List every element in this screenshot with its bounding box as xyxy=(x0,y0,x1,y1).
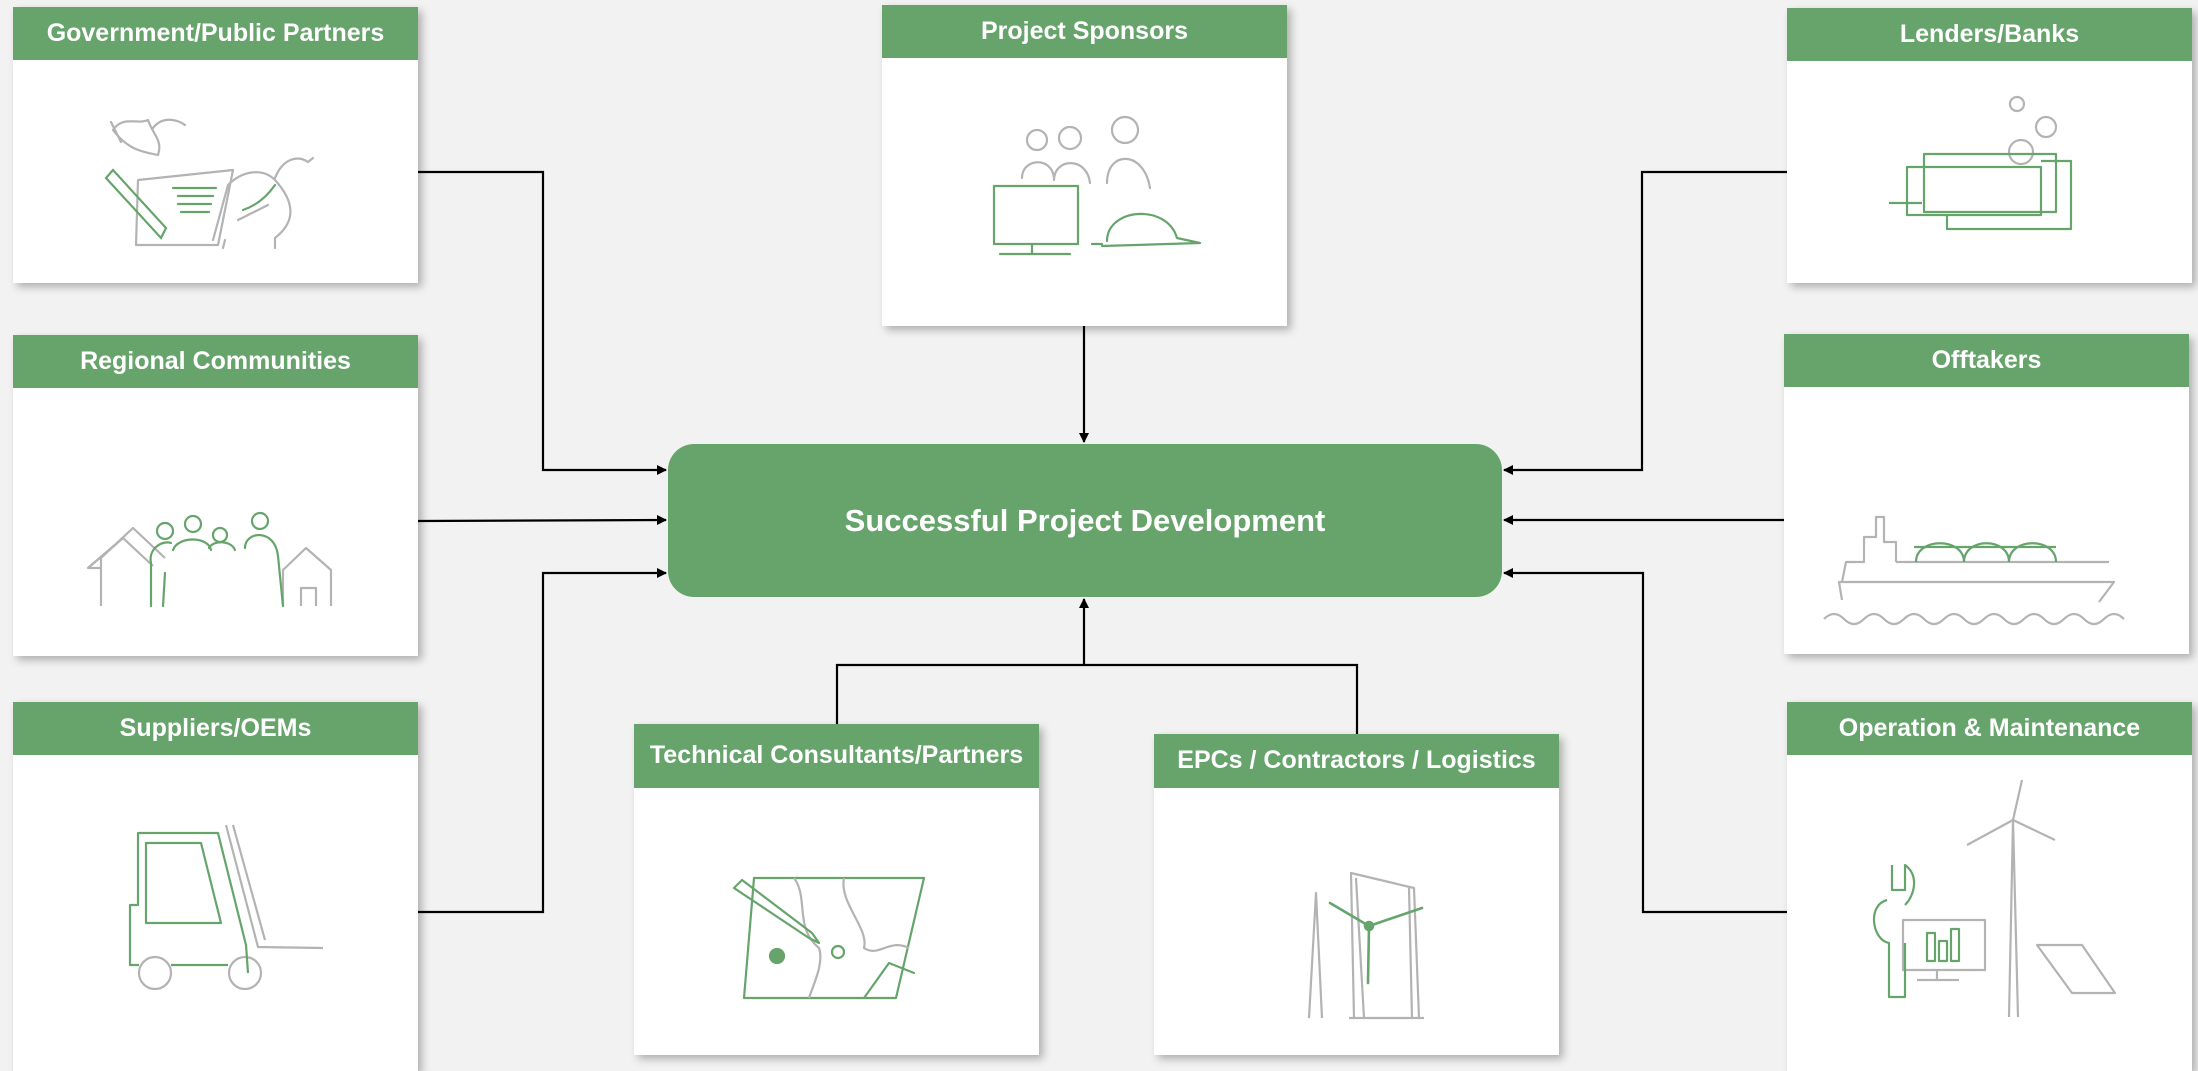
stakeholder-card-consultants: Technical Consultants/Partners xyxy=(634,724,1039,1055)
arrow-om xyxy=(1503,568,1787,914)
stakeholder-card-offtakers: Offtakers xyxy=(1784,334,2189,654)
arrow-communities xyxy=(417,515,667,526)
signing-document-icon xyxy=(13,60,418,283)
stakeholder-card-epc: EPCs / Contractors / Logistics xyxy=(1154,734,1559,1055)
arrow-suppliers xyxy=(418,568,667,914)
stakeholder-title-om: Operation & Maintenance xyxy=(1787,702,2192,755)
banknotes-coins-icon xyxy=(1787,61,2192,283)
center-goal-box: Successful Project Development xyxy=(668,444,1502,597)
stakeholder-title-offtakers: Offtakers xyxy=(1784,334,2189,387)
stakeholder-title-communities: Regional Communities xyxy=(13,335,418,388)
stakeholder-card-lenders: Lenders/Banks xyxy=(1787,8,2192,283)
forklift-icon xyxy=(13,755,418,1071)
stakeholder-title-epc: EPCs / Contractors / Logistics xyxy=(1154,734,1559,788)
stakeholder-card-suppliers: Suppliers/OEMs xyxy=(13,702,418,1071)
arrow-government xyxy=(418,170,667,475)
map-planning-icon xyxy=(634,788,1039,1055)
stakeholder-card-government: Government/Public Partners xyxy=(13,7,418,283)
sponsors-team-icon xyxy=(882,58,1287,326)
stakeholder-card-sponsors: Project Sponsors xyxy=(882,5,1287,326)
stakeholder-card-om: Operation & Maintenance xyxy=(1787,702,2192,1071)
lng-tanker-ship-icon xyxy=(1784,387,2189,654)
stakeholder-title-lenders: Lenders/Banks xyxy=(1787,8,2192,61)
arrow-lenders xyxy=(1503,170,1787,475)
stakeholder-card-communities: Regional Communities xyxy=(13,335,418,656)
stakeholder-title-suppliers: Suppliers/OEMs xyxy=(13,702,418,755)
stakeholder-title-government: Government/Public Partners xyxy=(13,7,418,60)
stakeholder-title-consultants: Technical Consultants/Partners xyxy=(634,724,1039,788)
center-goal-label: Successful Project Development xyxy=(844,502,1326,538)
stakeholder-title-sponsors: Project Sponsors xyxy=(882,5,1287,58)
line-consultants xyxy=(835,663,1359,734)
maintenance-wrench-turbine-icon xyxy=(1787,755,2192,1071)
wind-turbine-installation-icon xyxy=(1154,788,1559,1055)
community-houses-icon xyxy=(13,388,418,656)
